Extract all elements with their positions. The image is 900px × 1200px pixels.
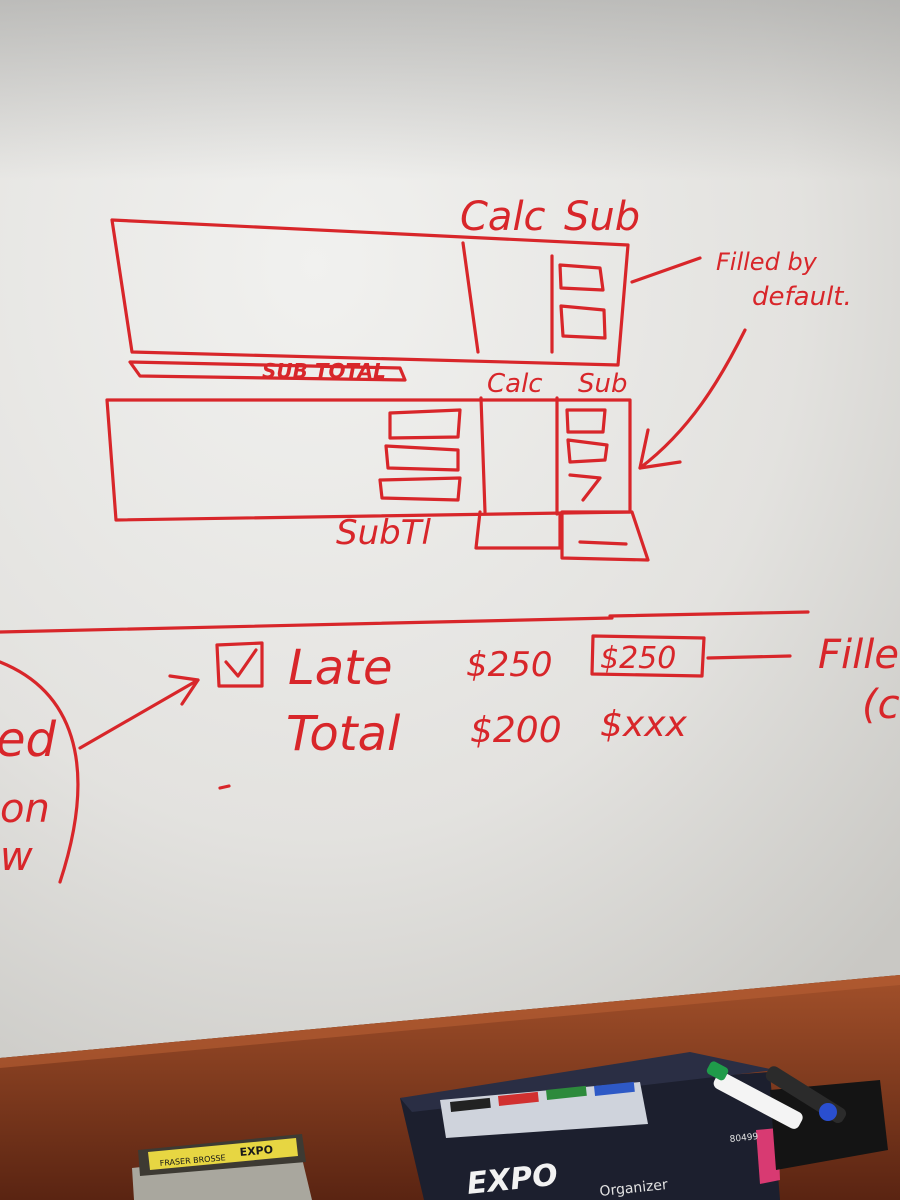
- sketch-1-subtotal-bar: [128, 360, 407, 382]
- sketch-1-checkbox-b: [559, 304, 607, 340]
- sketch-2-arrow-shaft: [638, 328, 747, 470]
- sketch-2-subtotal-calc-box: [474, 510, 562, 550]
- sketch-2-field-a: [388, 408, 462, 440]
- sketch-1-outer-box: [110, 218, 630, 367]
- sketch-3-left-note-3: w: [0, 834, 33, 880]
- sketch-1-calc-label: Calc: [460, 194, 546, 240]
- sketch-2-calc-label: Calc: [487, 369, 543, 399]
- sketch-2-check-a: [565, 408, 607, 434]
- sketch-3: [0, 610, 810, 884]
- sketch-1-checkbox-a: [558, 263, 605, 292]
- loose-marker-white-body: [713, 1072, 803, 1129]
- marker-black: [450, 1097, 491, 1112]
- sketch-2-subtotal-dash: [578, 540, 628, 546]
- sketch-3-right-note-2: (c: [862, 682, 900, 728]
- sketch-3-arrow-shaft: [78, 678, 200, 750]
- desk-edge-highlight: [0, 975, 900, 1068]
- sketch-2-field-c: [378, 476, 462, 502]
- sketch-2-calc-divider: [479, 396, 487, 514]
- eraser-label: [148, 1138, 298, 1170]
- sketch-2-sub-label: Sub: [578, 369, 628, 399]
- eraser[interactable]: EXPO FRASER BROSSE: [132, 1134, 312, 1200]
- sketch-3-late-label: Late: [288, 640, 393, 696]
- sketch-2-subtotal-sub-box: [560, 510, 650, 562]
- sketch-3-right-note-1: Fille: [818, 632, 899, 678]
- loose-marker-white[interactable]: [705, 1060, 804, 1131]
- organizer-code-text: 80499: [729, 1132, 759, 1145]
- organizer-markers: [450, 1081, 635, 1112]
- sketch-3-checkmark-icon: [224, 648, 258, 678]
- organizer-window: [440, 1082, 648, 1138]
- sketch-3-late-amount: $250: [466, 645, 553, 685]
- sketch-1-calc-divider: [461, 241, 480, 354]
- sketch-3-left-note-2: on: [0, 786, 50, 832]
- sketch-2-check-c: [568, 473, 602, 502]
- sketch-1-sub-label: Sub: [564, 194, 640, 240]
- sketch-1-annotation-arrow: [630, 256, 702, 284]
- marker-red: [498, 1091, 539, 1106]
- sketch-1-subtotal-label: SUB TOTAL: [262, 359, 386, 383]
- sketch-2-field-b: [384, 444, 460, 472]
- organizer-brand-text: EXPO: [465, 1158, 559, 1200]
- marker-holder[interactable]: [705, 1060, 888, 1170]
- sketch-3-arrow-head: [168, 674, 200, 706]
- sketch-2-check-b: [566, 438, 609, 464]
- marker-blue: [593, 1081, 635, 1096]
- marker-holder-tray: [770, 1080, 888, 1170]
- sketch-3-late-boxed-amount: $250: [600, 641, 676, 676]
- sketch-3-top-rule: [0, 616, 614, 634]
- sketch-3-top-rule-right: [608, 610, 810, 618]
- whiteboard: [0, 0, 900, 1058]
- sketch-2: [105, 328, 747, 562]
- sketch-3-left-note-1: ed: [0, 712, 57, 768]
- loose-marker-blue-cap: [819, 1103, 837, 1121]
- annotation-filled-by: Filled by: [716, 248, 818, 276]
- organizer-subtitle-text: Organizer: [599, 1177, 669, 1200]
- sketch-3-left-circle: [0, 660, 80, 884]
- sketch-3-total-amount: $200: [470, 710, 562, 751]
- sketch-2-subtotal-label: SubTl: [336, 513, 431, 553]
- marker-green: [545, 1085, 587, 1100]
- whiteboard-surface: [0, 0, 900, 1058]
- sketch-1: [110, 218, 702, 382]
- sketch-3-total-label: Total: [286, 706, 401, 762]
- sketch-3-total-calc: $xxx: [600, 704, 688, 745]
- sketch-3-stray-mark: [218, 784, 231, 790]
- sketch-3-checkbox: [215, 641, 264, 688]
- sketch-3-amount-box: [590, 634, 706, 678]
- loose-marker-dark[interactable]: [764, 1064, 849, 1125]
- marker-organizer[interactable]: EXPO Organizer 80499: [400, 1052, 780, 1200]
- eraser-brand-text: EXPO: [239, 1143, 273, 1159]
- whiteboard-top-shadow: [0, 0, 900, 180]
- loose-marker-white-cap: [706, 1061, 729, 1081]
- annotation-default: default.: [752, 282, 852, 312]
- sketch-2-arrow-head: [638, 428, 682, 470]
- sketch-3-leader-line: [706, 654, 792, 660]
